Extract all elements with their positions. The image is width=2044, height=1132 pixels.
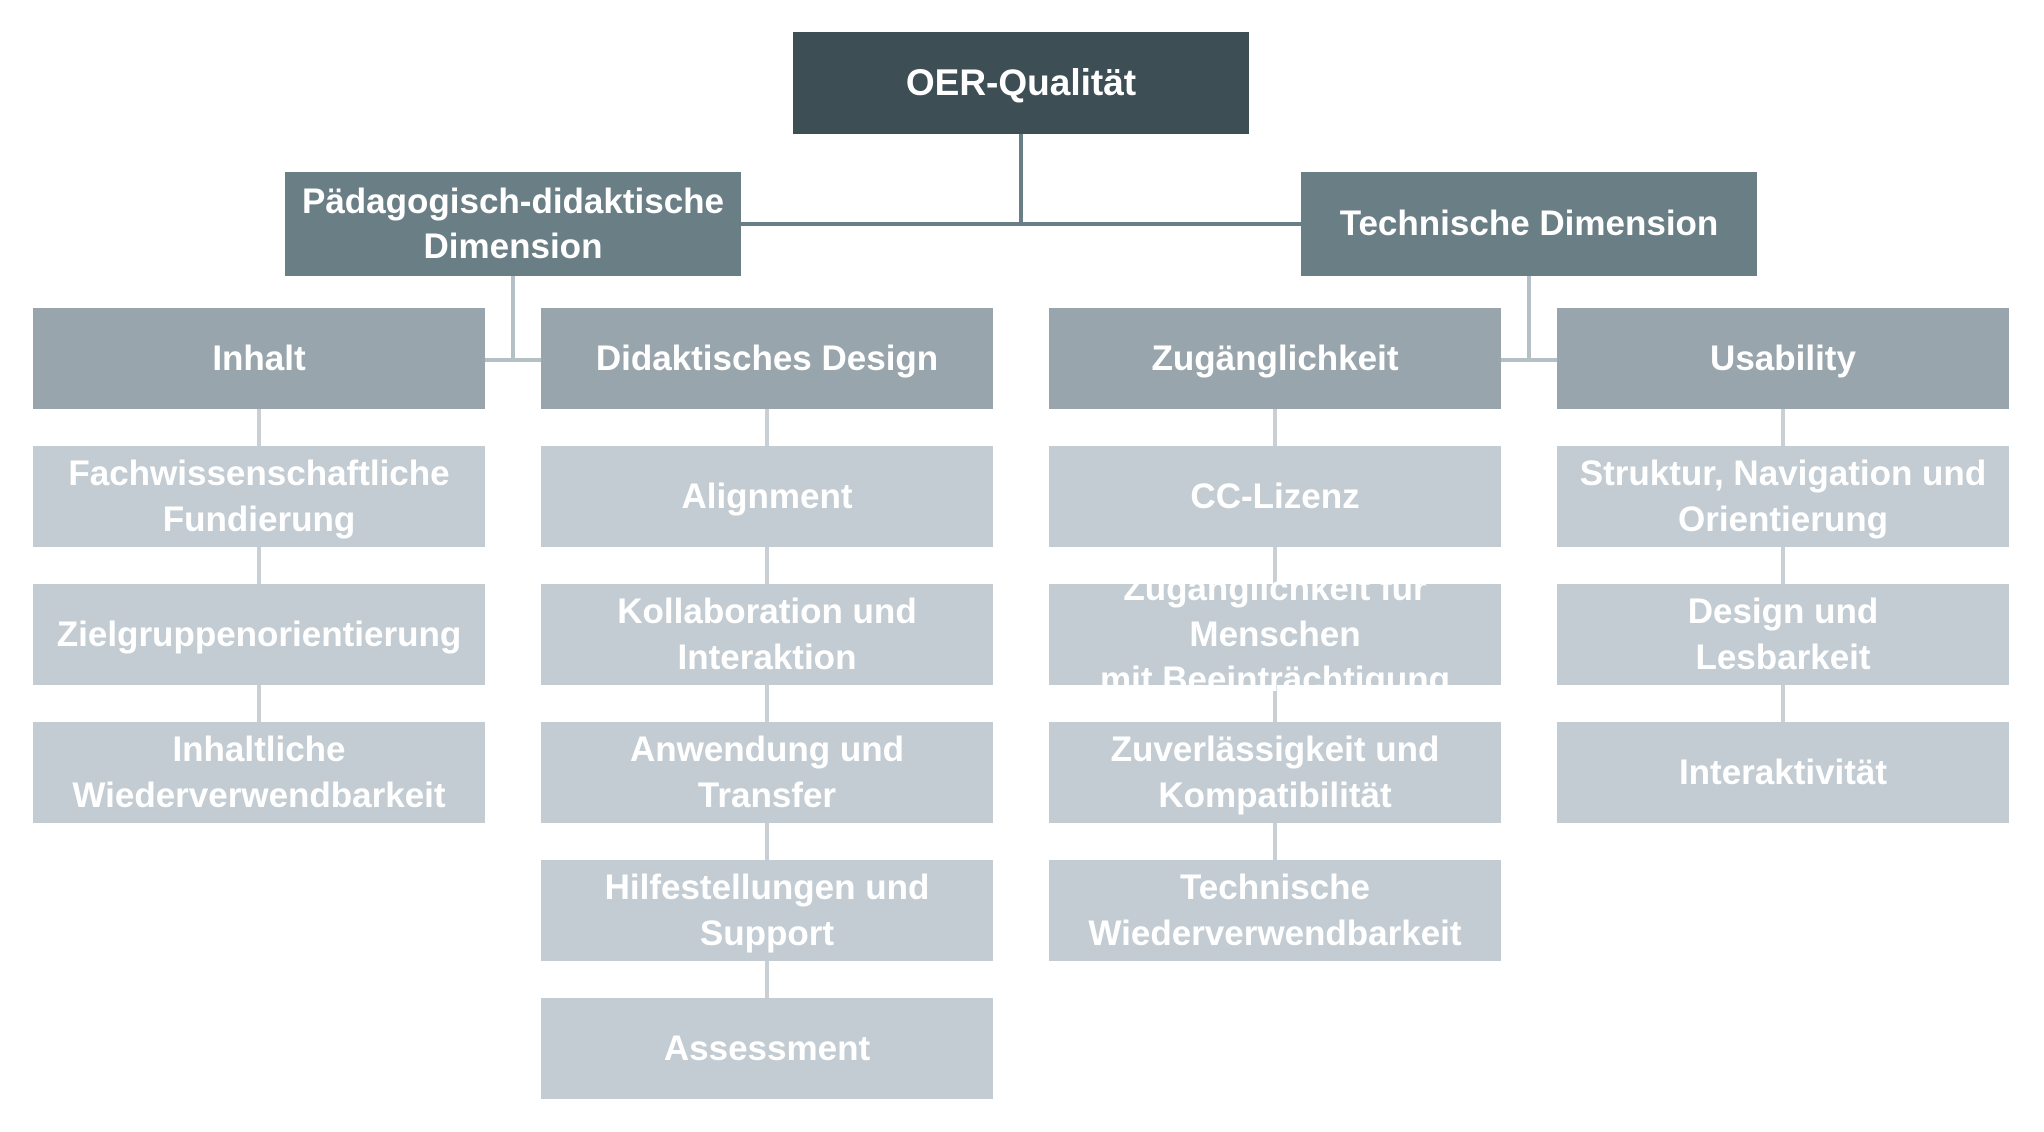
connector-col1-seg2 [257,545,261,586]
connector-col3-seg1 [1273,407,1277,448]
connector-dim-left-horizontal [483,358,543,362]
node-dimension-paedagogisch-didaktisch: Pädagogisch-didaktische Dimension [285,172,741,276]
node-oer-qualitaet: OER-Qualität [793,32,1249,134]
connector-col2-seg4 [765,821,769,862]
connector-col4-seg2 [1781,545,1785,586]
node-category-usability: Usability [1557,308,2009,409]
connector-dim-right-vertical [1527,274,1531,362]
node-item-design-und-lesbarkeit: Design und Lesbarkeit [1557,584,2009,685]
node-category-didaktisches-design: Didaktisches Design [541,308,993,409]
node-item-technische-wiederverwendbarkeit: Technische Wiederverwendbarkeit [1049,860,1501,961]
connector-col1-seg1 [257,407,261,448]
node-dimension-technisch: Technische Dimension [1301,172,1757,276]
node-category-inhalt: Inhalt [33,308,485,409]
node-item-anwendung-und-transfer: Anwendung und Transfer [541,722,993,823]
node-item-fachwissenschaftliche-fundierung: Fachwissenschaftliche Fundierung [33,446,485,547]
connector-root-vertical [1019,132,1023,226]
connector-dim-right-horizontal [1499,358,1559,362]
node-item-assessment: Assessment [541,998,993,1099]
node-item-zuverlaessigkeit-und-kompatibilitaet: Zuverlässigkeit und Kompatibilität [1049,722,1501,823]
connector-col3-seg2 [1273,545,1277,586]
node-item-cc-lizenz: CC-Lizenz [1049,446,1501,547]
connector-col2-seg5 [765,959,769,1000]
node-item-zielgruppenorientierung: Zielgruppenorientierung [33,584,485,685]
node-item-hilfestellungen-und-support: Hilfestellungen und Support [541,860,993,961]
node-item-inhaltliche-wiederverwendbarkeit: Inhaltliche Wiederverwendbarkeit [33,722,485,823]
node-item-alignment: Alignment [541,446,993,547]
connector-col1-seg3 [257,683,261,724]
connector-col3-seg4 [1273,821,1277,862]
connector-col2-seg2 [765,545,769,586]
connector-col4-seg1 [1781,407,1785,448]
connector-root-horizontal [739,222,1303,226]
connector-col2-seg1 [765,407,769,448]
node-item-kollaboration-und-interaktion: Kollaboration und Interaktion [541,584,993,685]
node-item-struktur-navigation-orientierung: Struktur, Navigation und Orientierung [1557,446,2009,547]
node-item-zugaenglichkeit-fuer-menschen: Zugänglichkeit für Menschen mit Beeinträ… [1049,569,1501,699]
connector-dim-left-vertical [511,274,515,362]
node-category-zugaenglichkeit: Zugänglichkeit [1049,308,1501,409]
node-item-interaktivitaet: Interaktivität [1557,722,2009,823]
connector-col3-seg3 [1273,683,1277,724]
connector-col2-seg3 [765,683,769,724]
connector-col4-seg3 [1781,683,1785,724]
